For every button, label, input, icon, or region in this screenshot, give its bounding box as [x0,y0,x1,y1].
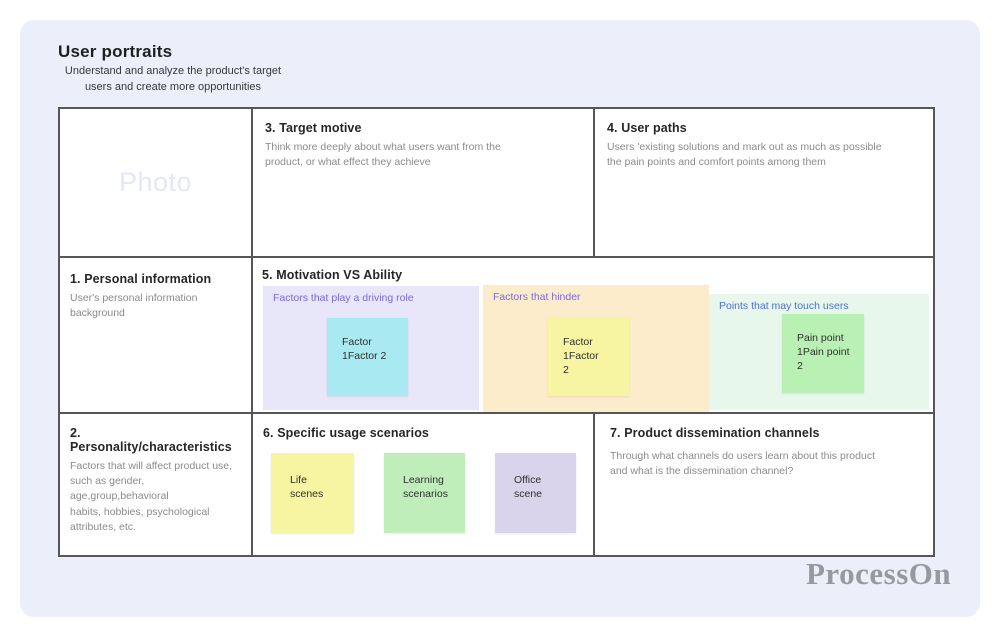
processon-logo: ProcessOn [806,556,952,591]
sticky-note-learning-scenarios[interactable]: Learning scenarios [384,453,465,533]
cell-dissemination-channels: 7. Product dissemination channels Throug… [595,414,933,555]
page-title: User portraits [58,42,173,61]
photo-cell[interactable]: Photo [60,109,253,258]
header: User portraits Understand and analyze th… [58,42,298,96]
cell-body: Users 'existing solutions and mark out a… [607,141,882,169]
sticky-note-pain-point[interactable]: Pain point 1Pain point 2 [782,314,864,393]
user-portrait-grid: Photo 3. Target motive Think more deeply… [58,107,935,557]
sticky-note-life-scenes[interactable]: Life scenes [271,453,354,533]
cell-body: Think more deeply about what users want … [265,141,501,169]
photo-placeholder-label: Photo [118,167,193,197]
cell-personal-information: 1. Personal information User's personal … [60,258,253,414]
cell-title: 4. User paths [607,121,687,135]
sticky-note-driving-factor[interactable]: Factor 1Factor 2 [327,318,408,396]
sticky-note-hindering-factor[interactable]: Factor 1Factor 2 [548,318,629,396]
cell-title: 2. Personality/characteristics [70,426,232,454]
cell-motivation-vs-ability: 5. Motivation VS Ability Factors that pl… [253,258,933,414]
zone-label: Points that may touch users [719,300,849,312]
cell-target-motive: 3. Target motive Think more deeply about… [253,109,595,258]
cell-title: 6. Specific usage scenarios [263,426,429,440]
cell-body: Factors that will affect product use, su… [70,460,233,533]
zone-label: Factors that hinder [493,291,581,303]
cell-body: Through what channels do users learn abo… [610,450,875,478]
cell-title: 1. Personal information [70,272,212,286]
cell-body: User's personal information background [70,292,198,320]
cell-title: 5. Motivation VS Ability [262,268,403,282]
cell-personality: 2. Personality/characteristics Factors t… [60,414,253,555]
cell-title: 7. Product dissemination channels [610,426,820,440]
cell-usage-scenarios: 6. Specific usage scenarios Life scenes … [253,414,595,555]
page-subtitle: Understand and analyze the product's tar… [64,65,282,93]
cell-user-paths: 4. User paths Users 'existing solutions … [595,109,933,258]
zone-label: Factors that play a driving role [273,292,414,304]
cell-title: 3. Target motive [265,121,362,135]
sticky-note-office-scene[interactable]: Office scene [495,453,576,533]
